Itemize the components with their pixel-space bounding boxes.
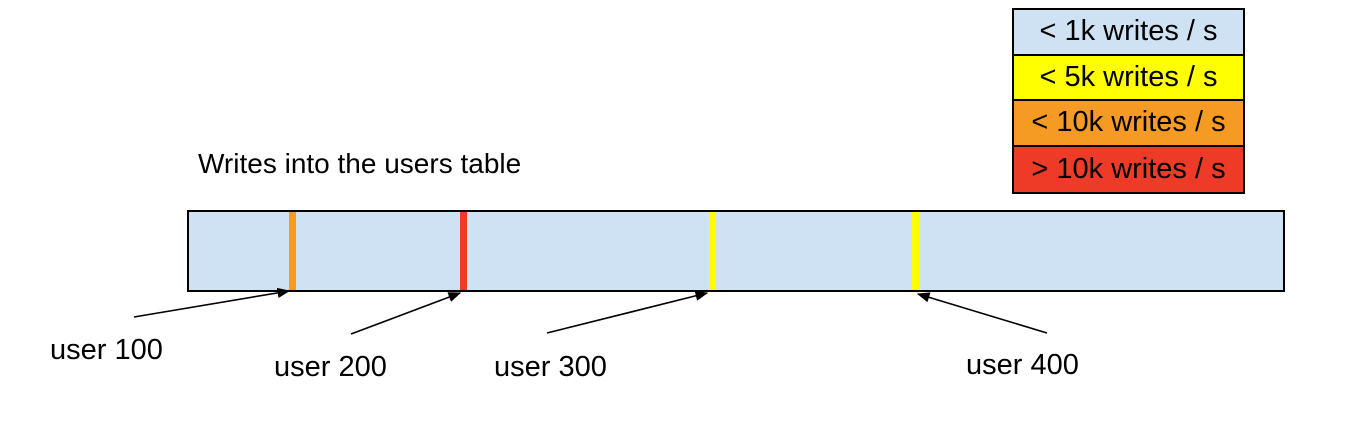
hotspot-label-user-400: user 400 — [966, 349, 1079, 381]
legend-item-lt-10k: < 10k writes / s — [1014, 101, 1243, 147]
hotspot-label-user-100: user 100 — [50, 334, 163, 366]
legend-item-lt-5k: < 5k writes / s — [1014, 55, 1243, 101]
legend-item-lt-1k: < 1k writes / s — [1014, 10, 1243, 56]
hotspot-label-user-200: user 200 — [274, 351, 387, 383]
users-table-bar — [187, 210, 1285, 292]
arrow-user-100 — [133, 287, 291, 318]
hotspot-stripe-user-100 — [289, 212, 296, 290]
hotspot-label-user-300: user 300 — [494, 351, 607, 383]
arrow-user-400 — [916, 292, 1048, 334]
arrow-user-200 — [350, 292, 462, 335]
hotspot-stripe-user-400 — [912, 212, 919, 290]
write-rate-legend: < 1k writes / s < 5k writes / s < 10k wr… — [1012, 8, 1245, 194]
hotspot-stripe-user-300 — [709, 212, 716, 290]
arrow-user-300 — [546, 290, 709, 334]
hotspot-stripe-user-200 — [460, 212, 467, 290]
diagram-title: Writes into the users table — [198, 148, 522, 179]
legend-item-gt-10k: > 10k writes / s — [1014, 146, 1243, 192]
